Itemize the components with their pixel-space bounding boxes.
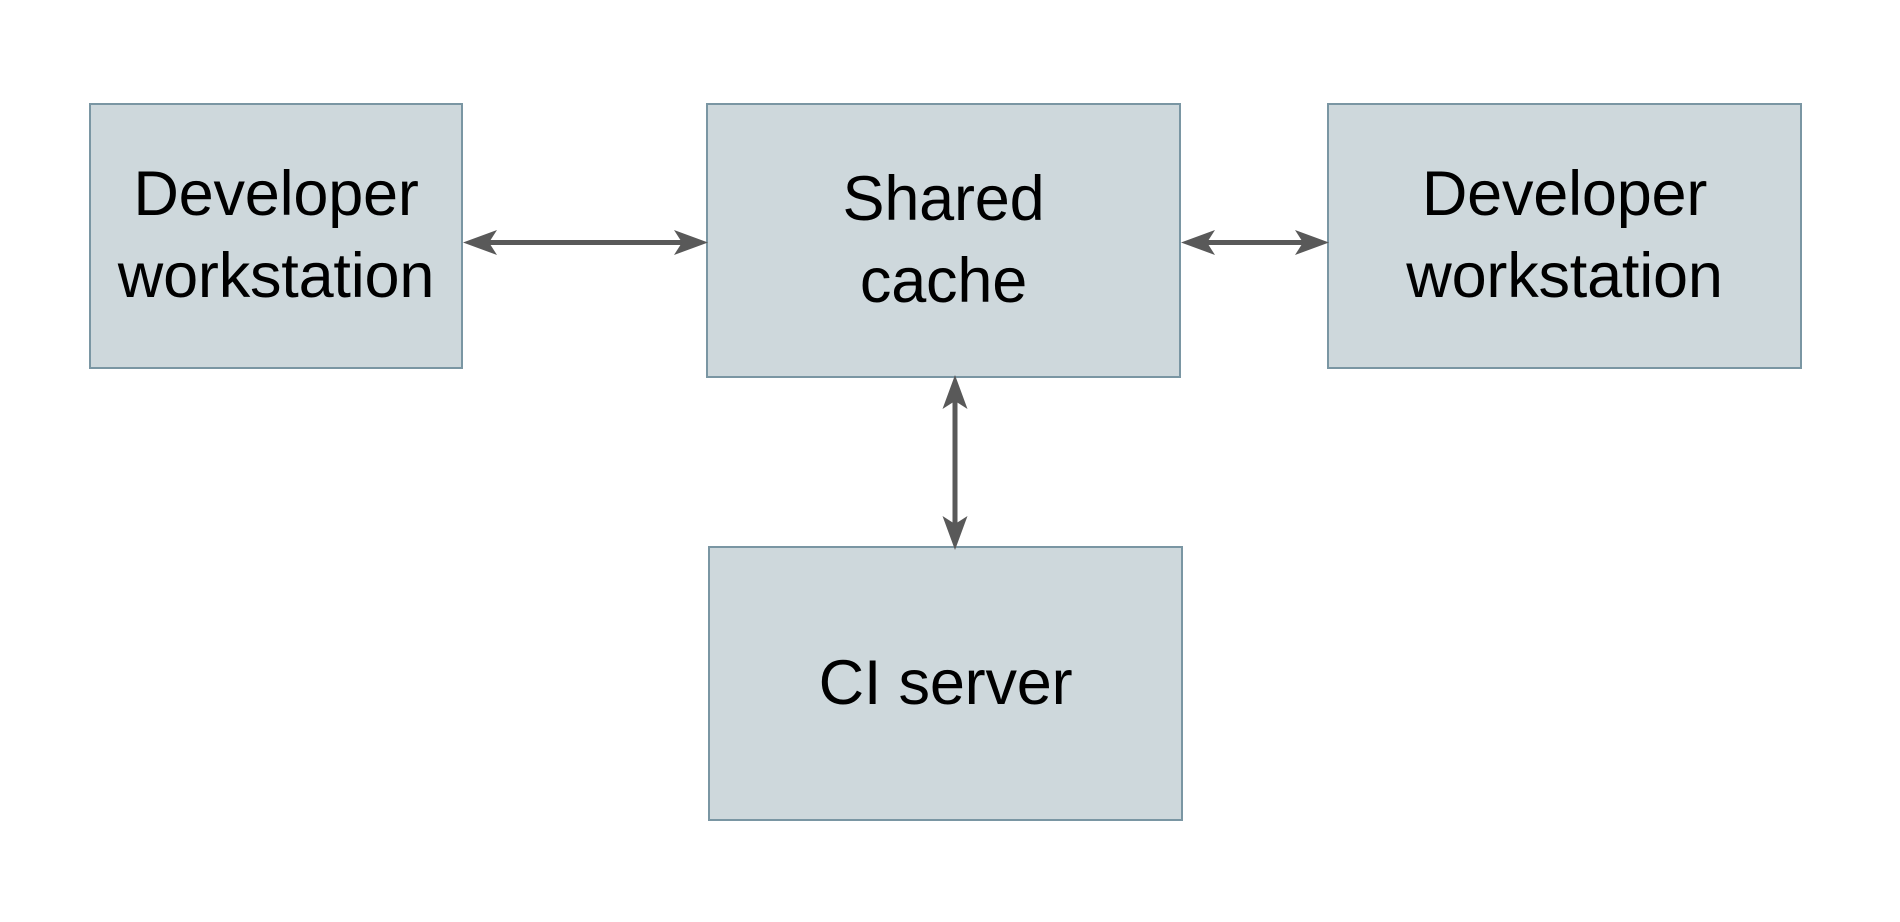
- node-developer-workstation-left[interactable]: Developer workstation: [89, 103, 463, 369]
- node-label: CI server: [818, 647, 1073, 718]
- double-arrow-icon: [463, 230, 708, 255]
- double-arrow-icon: [942, 375, 968, 550]
- node-label: Shared cache: [842, 163, 1045, 316]
- node-label: Developer workstation: [117, 159, 435, 311]
- node-developer-workstation-right[interactable]: Developer workstation: [1327, 103, 1802, 369]
- node-ci-server[interactable]: CI server: [708, 546, 1183, 821]
- edge-shared-cache-to-developer-right[interactable]: [1181, 205, 1329, 280]
- edge-developer-left-to-shared-cache[interactable]: [463, 205, 708, 280]
- node-label: Developer workstation: [1406, 159, 1723, 311]
- node-shared-cache[interactable]: Shared cache: [706, 103, 1181, 378]
- double-arrow-icon: [1181, 230, 1329, 255]
- edge-shared-cache-to-ci-server[interactable]: [915, 375, 995, 550]
